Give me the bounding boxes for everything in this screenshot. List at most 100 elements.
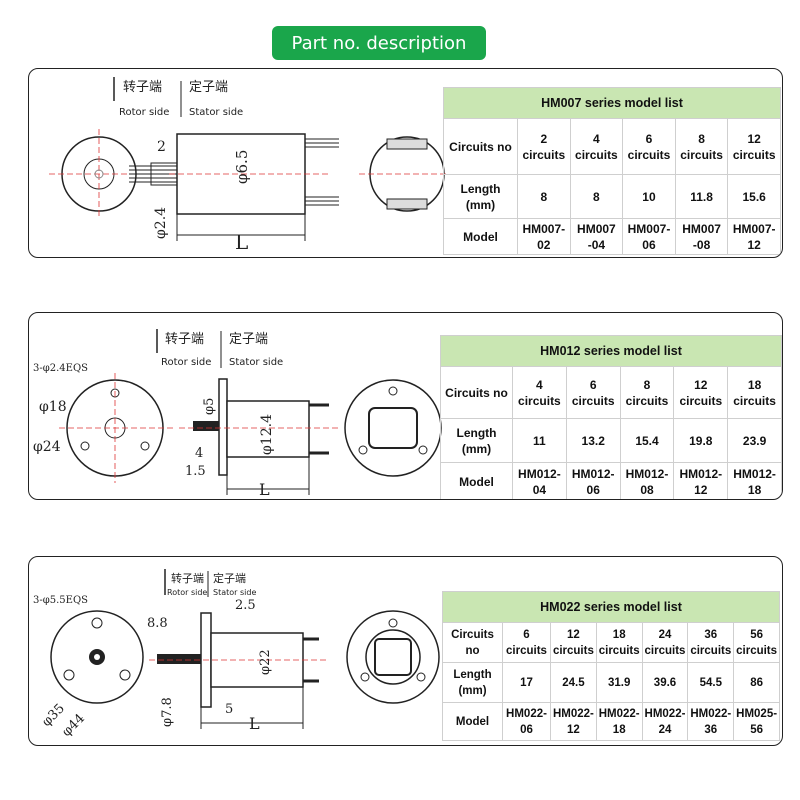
dim-25: 2.5 (235, 598, 256, 613)
cell-model: HM025- 56 (733, 702, 780, 741)
cell-length: 8 (517, 174, 571, 219)
rotor-en: Rotor side (119, 107, 169, 118)
rotor-cn: 转子端 (171, 571, 204, 585)
row-label-circuits: Circuits no (443, 118, 518, 175)
cell-circuits: 6 circuits (502, 622, 551, 663)
cell-length: 17 (502, 662, 551, 703)
hm007-table: HM007 series model list Circuits no 2 ci… (443, 87, 781, 255)
cell-model: HM007- 02 (517, 218, 571, 255)
row-label-model: Model (440, 462, 513, 499)
dim-15: 1.5 (185, 464, 206, 479)
cell-circuits: 4 circuits (512, 366, 567, 419)
cell-model: HM012- 04 (512, 462, 567, 499)
stator-cn: 定子端 (229, 332, 268, 347)
cell-model: HM012- 12 (673, 462, 729, 499)
dim-holes: 3-φ5.5EQS (33, 595, 88, 606)
cell-length: 39.6 (641, 662, 689, 703)
cell-circuits: 4 circuits (569, 118, 624, 175)
hm007-drawing: 转子端 Rotor side 定子端 Stator side 2 φ6.5 φ2… (49, 77, 449, 254)
cell-length: 86 (733, 662, 780, 703)
row-label-length: Length (mm) (443, 174, 518, 219)
cell-circuits: 24 circuits (641, 622, 689, 663)
dim-L: L (249, 714, 260, 733)
row-label-model: Model (442, 702, 503, 741)
dim-d24: φ24 (33, 439, 61, 455)
dim-d124: φ12.4 (259, 414, 275, 455)
row-label-circuits: Circuits no (440, 366, 513, 419)
cell-circuits: 12 circuits (727, 118, 781, 175)
dim-2: 2 (157, 139, 166, 155)
cell-model: HM012- 18 (727, 462, 782, 499)
cell-circuits: 2 circuits (517, 118, 571, 175)
cell-length: 31.9 (595, 662, 643, 703)
hm022-table: HM022 series model list Circuits no 6 ci… (442, 591, 780, 741)
stator-cn: 定子端 (213, 571, 246, 585)
cell-length: 15.4 (619, 418, 675, 463)
dim-d24: φ2.4 (153, 207, 169, 239)
cell-length: 11.8 (674, 174, 729, 219)
cell-length: 8 (569, 174, 624, 219)
hm022-drawing: 转子端 Rotor side 定子端 Stator side 3-φ5.5EQS… (33, 569, 440, 740)
dim-d65: φ6.5 (233, 150, 251, 184)
cell-model: HM022- 36 (687, 702, 735, 741)
cell-length: 15.6 (727, 174, 781, 219)
rotor-cn: 转子端 (165, 332, 204, 347)
cell-length: 11 (512, 418, 567, 463)
cell-model: HM022- 18 (595, 702, 643, 741)
cell-length: 13.2 (565, 418, 621, 463)
cell-circuits: 56 circuits (733, 622, 780, 663)
cell-circuits: 6 circuits (565, 366, 621, 419)
cell-length: 24.5 (550, 662, 597, 703)
dim-d78: φ7.8 (160, 697, 175, 727)
dim-L: L (235, 230, 248, 254)
cell-circuits: 12 circuits (673, 366, 729, 419)
dim-d5: φ5 (202, 398, 217, 415)
rotor-en: Rotor side (167, 588, 207, 597)
rotor-en: Rotor side (161, 357, 211, 368)
stator-en: Stator side (189, 107, 243, 118)
header-title: Part no. description (272, 26, 486, 60)
cell-length: 19.8 (673, 418, 729, 463)
cell-model: HM012- 06 (565, 462, 621, 499)
cell-model: HM007- 12 (727, 218, 781, 255)
hm012-table: HM012 series model list Circuits no 4 ci… (440, 335, 782, 499)
dim-d22: φ22 (258, 649, 273, 675)
table-title: HM022 series model list (442, 591, 780, 623)
row-label-length: Length (mm) (442, 662, 503, 703)
panel-hm022: 转子端 Rotor side 定子端 Stator side 3-φ5.5EQS… (28, 556, 783, 746)
cell-circuits: 8 circuits (619, 366, 675, 419)
stator-en: Stator side (213, 588, 256, 597)
cell-circuits: 12 circuits (550, 622, 597, 663)
cell-model: HM022- 06 (502, 702, 551, 741)
cell-model: HM022- 24 (641, 702, 689, 741)
row-label-model: Model (443, 218, 518, 255)
cell-length: 10 (622, 174, 676, 219)
dim-holes: 3-φ2.4EQS (33, 363, 88, 374)
table-title: HM007 series model list (443, 87, 781, 119)
stator-cn: 定子端 (189, 80, 228, 95)
panel-hm007: 转子端 Rotor side 定子端 Stator side 2 φ6.5 φ2… (28, 68, 783, 258)
panel-hm012: 转子端 Rotor side 定子端 Stator side 3-φ2.4EQS… (28, 312, 783, 500)
cell-circuits: 18 circuits (727, 366, 782, 419)
dim-88: 8.8 (147, 616, 168, 631)
hm012-drawing: 转子端 Rotor side 定子端 Stator side 3-φ2.4EQS… (33, 329, 442, 499)
row-label-length: Length (mm) (440, 418, 513, 463)
cell-model: HM012- 08 (619, 462, 675, 499)
dim-4: 4 (195, 446, 203, 461)
cell-circuits: 6 circuits (622, 118, 676, 175)
cell-circuits: 36 circuits (687, 622, 735, 663)
dim-5: 5 (225, 702, 233, 717)
dim-d18: φ18 (39, 399, 67, 415)
dim-L: L (259, 480, 270, 499)
rotor-cn: 转子端 (123, 80, 162, 95)
cell-model: HM007- 06 (622, 218, 676, 255)
cell-model: HM022- 12 (550, 702, 597, 741)
cell-circuits: 18 circuits (595, 622, 643, 663)
cell-model: HM007 -08 (674, 218, 729, 255)
cell-model: HM007 -04 (569, 218, 624, 255)
cell-circuits: 8 circuits (674, 118, 729, 175)
table-title: HM012 series model list (440, 335, 782, 367)
cell-length: 54.5 (687, 662, 735, 703)
cell-length: 23.9 (727, 418, 782, 463)
stator-en: Stator side (229, 357, 283, 368)
